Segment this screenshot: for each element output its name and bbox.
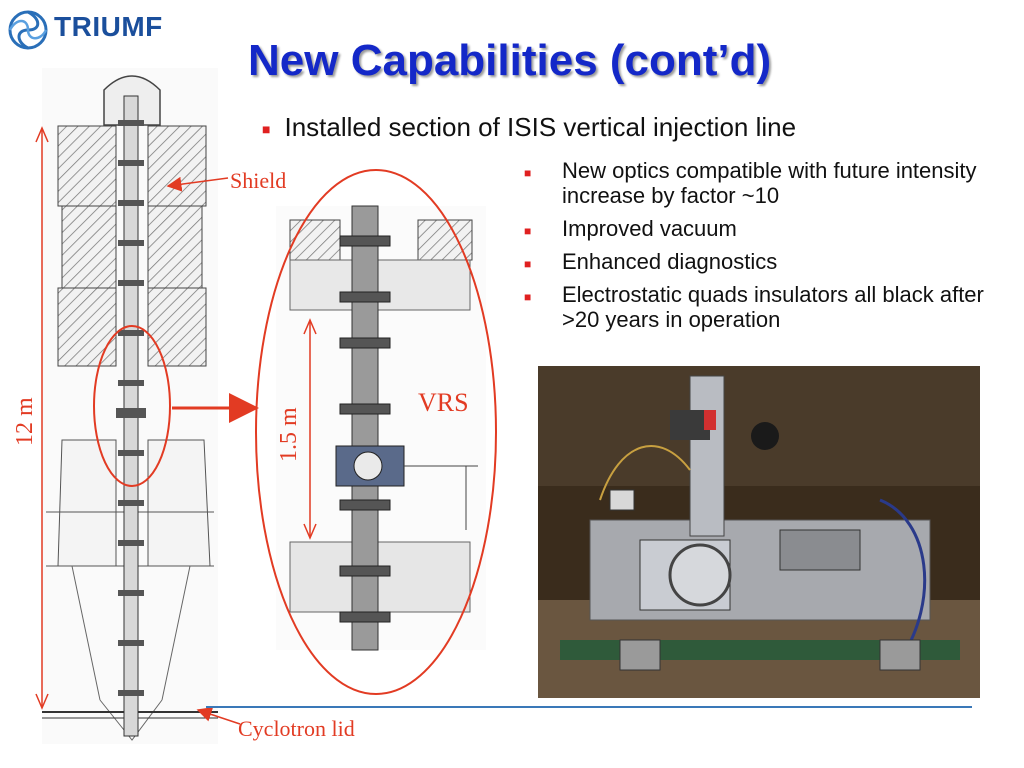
bullet-square-icon: ■ [524, 166, 532, 180]
sub-bullet-text: Improved vacuum [562, 216, 737, 241]
cyclotron-lid-pointer [196, 707, 241, 725]
sub-bullet-text: Electrostatic quads insulators all black… [562, 282, 984, 332]
length-12m-label: 12 m [12, 397, 38, 446]
main-bullet: ■ Installed section of ISIS vertical inje… [262, 112, 796, 143]
sub-bullet-text: New optics compatible with future intens… [562, 158, 977, 208]
triumf-logo [4, 8, 174, 52]
vrs-label: VRS [418, 388, 469, 417]
bullet-square-icon: ■ [262, 121, 271, 138]
shield-pointer [166, 176, 229, 192]
bullet-square-icon: ■ [524, 224, 532, 238]
triumf-swirl-icon [8, 10, 48, 50]
footer-divider [206, 706, 972, 708]
bullet-square-icon: ■ [524, 290, 532, 304]
list-item: ■ New optics compatible with future inte… [522, 158, 1002, 208]
injection-line-drawing [42, 68, 218, 744]
installed-section-photo [538, 366, 980, 698]
bullet-square-icon: ■ [524, 257, 532, 271]
vrs-highlight-large [255, 169, 497, 695]
main-bullet-text: Installed section of ISIS vertical injec… [284, 112, 797, 142]
slide-title: New Capabilities (cont’d) [248, 36, 772, 85]
vrs-highlight-small [93, 325, 171, 487]
list-item: ■ Improved vacuum [522, 216, 1002, 241]
shield-label: Shield [230, 168, 287, 193]
list-item: ■ Electrostatic quads insulators all bla… [522, 282, 1002, 332]
vrs-detail-drawing [276, 205, 486, 651]
sub-bullet-list: ■ New optics compatible with future inte… [522, 158, 1002, 340]
list-item: ■ Enhanced diagnostics [522, 249, 1002, 274]
sub-bullet-text: Enhanced diagnostics [562, 249, 778, 274]
cyclotron-lid-label: Cyclotron lid [238, 716, 355, 741]
logo-text: TRIUMF [54, 11, 163, 42]
length-1-5m-label: 1.5 m [276, 407, 302, 462]
